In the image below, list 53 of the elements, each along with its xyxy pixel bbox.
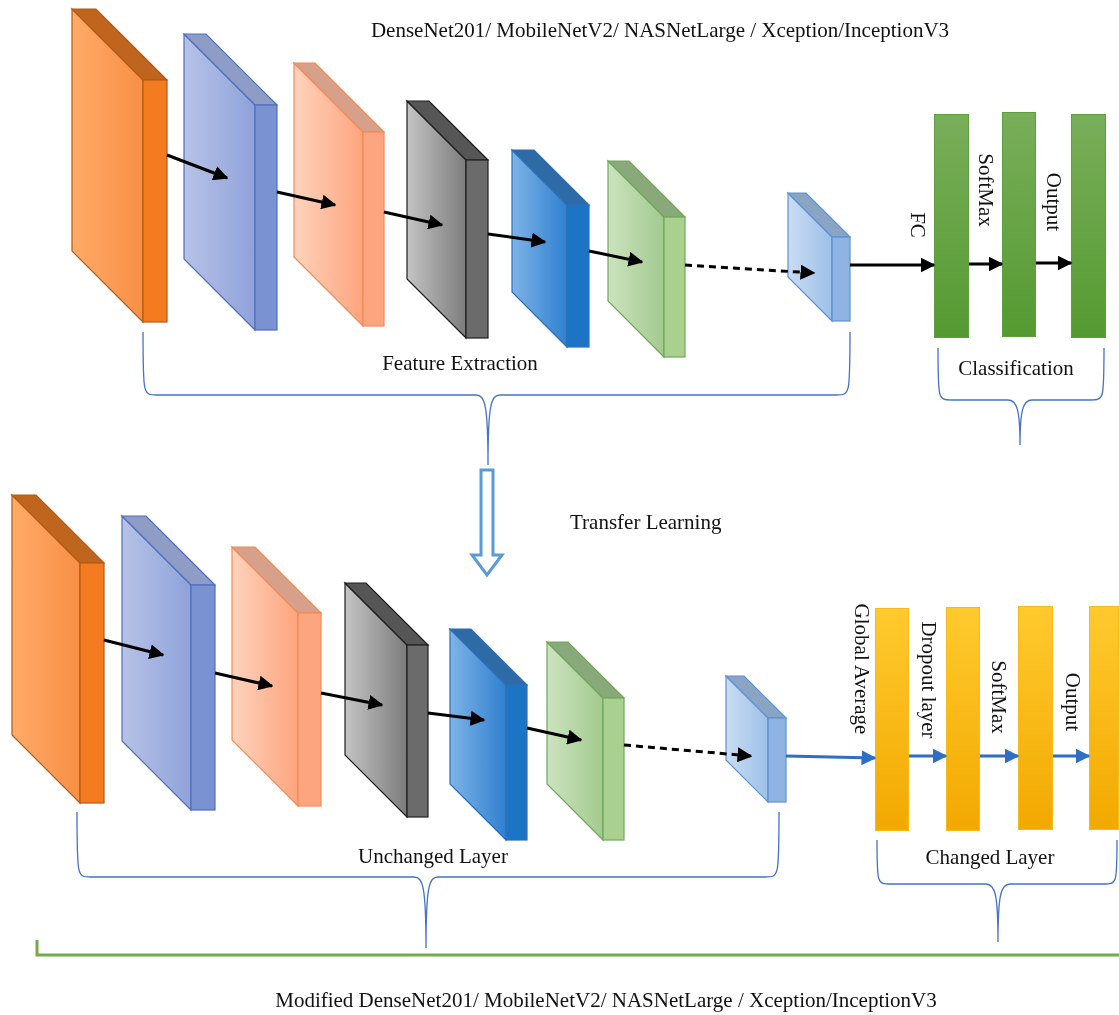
arrow xyxy=(684,263,816,280)
arrow xyxy=(909,748,948,764)
arrow xyxy=(526,726,583,745)
layer-bar xyxy=(946,607,980,831)
layer-slab xyxy=(512,150,589,347)
arrow xyxy=(980,748,1020,764)
layer-slab xyxy=(788,193,850,321)
layer-bar xyxy=(1018,606,1053,830)
arrow xyxy=(276,190,337,210)
edge-label: Output xyxy=(1061,672,1083,732)
layer-slab xyxy=(72,9,167,322)
section-label: Changed Layer xyxy=(925,846,1055,868)
layer-slab xyxy=(122,516,215,810)
diagram-title: DenseNet201/ MobileNetV2/ NASNetLarge / Xception/InceptionV3 xyxy=(370,19,950,41)
arrow xyxy=(214,671,274,691)
section-label: Transfer Learning xyxy=(570,511,722,533)
arrow xyxy=(850,257,936,273)
arrow xyxy=(103,638,165,659)
edge-label: Dropout layer xyxy=(917,621,939,739)
layer-bar xyxy=(875,608,909,831)
arrow xyxy=(1053,748,1091,764)
layer-slab xyxy=(726,676,786,802)
arrow xyxy=(487,232,547,248)
arrow xyxy=(623,743,753,763)
layer-bar xyxy=(934,114,969,338)
layer-slab xyxy=(450,629,527,840)
layer-bar xyxy=(1071,114,1106,338)
edge-label: FC xyxy=(906,212,928,238)
layer-slab xyxy=(407,101,488,338)
layer-slab xyxy=(608,161,685,357)
edge-label: Output xyxy=(1042,172,1064,232)
edge-label: SoftMax xyxy=(987,660,1009,734)
arrow xyxy=(969,256,1004,272)
arrow xyxy=(383,210,444,230)
layer-slab xyxy=(345,583,428,817)
layer-slab xyxy=(184,34,277,330)
layer-slab xyxy=(547,642,624,840)
layer-slab xyxy=(12,495,104,803)
edge-label: SoftMax xyxy=(974,153,996,227)
section-label: Classification xyxy=(958,357,1074,379)
arrow xyxy=(588,249,644,267)
diagram-caption: Modified DenseNet201/ MobileNetV2/ NASNetLarge / Xception/InceptionV3 xyxy=(275,989,937,1011)
arrow xyxy=(1036,255,1073,271)
layer-bar xyxy=(1089,606,1119,830)
section-label: Unchanged Layer xyxy=(358,845,508,867)
arrow xyxy=(785,750,877,766)
layer-slab xyxy=(232,547,321,806)
arrow xyxy=(427,710,486,726)
layer-bar xyxy=(1002,112,1036,337)
edge-label: Global Average xyxy=(850,603,872,735)
section-label: Feature Extraction xyxy=(382,352,538,374)
layer-slab xyxy=(294,63,384,326)
arrow xyxy=(166,153,229,181)
